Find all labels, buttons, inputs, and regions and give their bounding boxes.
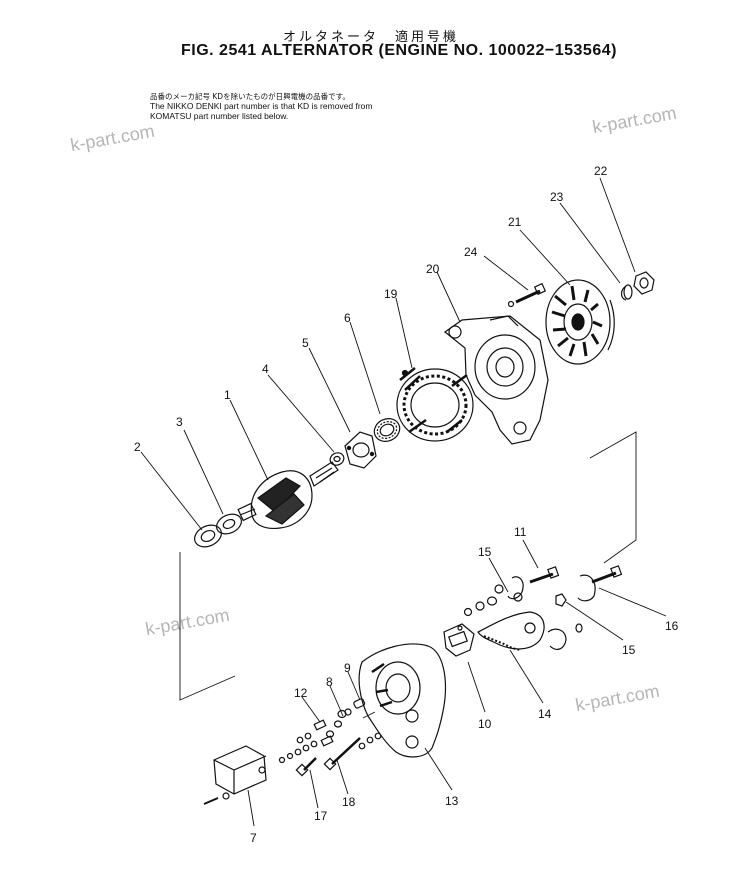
part-13-rear-bracket [358, 643, 447, 758]
callout-14: 14 [538, 707, 552, 721]
part-5-retainer [344, 431, 377, 469]
part-8-hardware [325, 709, 347, 738]
part-11-bolt [507, 566, 560, 600]
part-20-front-bracket [444, 315, 549, 445]
callout-labels: 1 2 3 4 5 6 7 8 9 10 11 12 13 14 15 15 1… [134, 164, 679, 845]
callout-20: 20 [426, 262, 440, 276]
part-21-pulley-fan [545, 279, 615, 365]
callout-10: 10 [478, 717, 492, 731]
callout-8: 8 [326, 675, 333, 689]
callout-5: 5 [302, 336, 309, 350]
callout-12: 12 [294, 686, 308, 700]
callout-24: 24 [464, 245, 478, 259]
part-9-hardware [344, 698, 366, 716]
callout-22: 22 [594, 164, 608, 178]
callout-15-a: 15 [478, 545, 492, 559]
part-1-rotor [237, 461, 339, 530]
part-12-hardware [278, 719, 382, 764]
callout-2: 2 [134, 440, 141, 454]
part-16-bolt [577, 565, 623, 602]
callout-4: 4 [262, 362, 269, 376]
callout-1: 1 [224, 388, 231, 402]
leader-lines [140, 177, 667, 827]
part-24-bolt [507, 282, 547, 308]
callout-13: 13 [445, 794, 459, 808]
part-22-nut [633, 271, 655, 295]
callout-11: 11 [514, 525, 527, 539]
part-15-nut-set-b [547, 593, 583, 650]
note-english-line1: The NIKKO DENKI part number is that KD i… [150, 101, 373, 111]
callout-16: 16 [665, 619, 679, 633]
part-23-washer [620, 284, 633, 301]
part-15-nut-set-a [463, 584, 523, 617]
callout-6: 6 [344, 311, 351, 325]
part-18-bolt [323, 737, 361, 771]
part-10-brush-holder [443, 623, 475, 657]
part-3-bearing [216, 513, 242, 535]
note-japanese: 品番のメーカ記号 KDを除いたものが日興電機の品番です。 [150, 92, 350, 101]
callout-21: 21 [508, 215, 522, 229]
part-4-washer [329, 452, 345, 466]
alignment-lines [179, 431, 637, 719]
part-14-plate [477, 611, 545, 651]
callout-9: 9 [344, 661, 351, 675]
part-2-bearing [194, 524, 222, 548]
japanese-title: オルタネータ 適用号機 [283, 30, 460, 45]
figure-title: FIG. 2541 ALTERNATOR (ENGINE NO. 100022−… [181, 42, 617, 59]
callout-17: 17 [314, 809, 328, 823]
part-17-bolt [295, 757, 317, 777]
callout-7: 7 [250, 831, 257, 845]
callout-3: 3 [176, 415, 183, 429]
part-7-regulator [203, 745, 267, 805]
callout-18: 18 [342, 795, 356, 809]
part-6-bearing [373, 418, 401, 442]
part-19-stator [396, 367, 474, 442]
callout-23: 23 [550, 190, 564, 204]
callout-15-b: 15 [622, 643, 636, 657]
callout-19: 19 [384, 287, 398, 301]
note-english-line2: KOMATSU part number listed below. [150, 111, 289, 121]
